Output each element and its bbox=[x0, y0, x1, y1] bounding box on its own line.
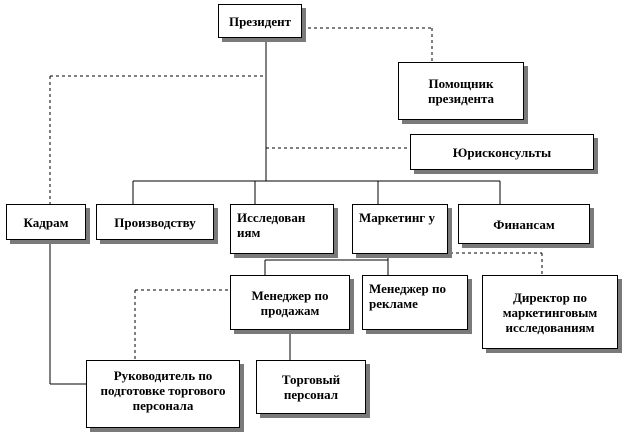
hr-box: Кадрам bbox=[6, 204, 86, 240]
finance-label: Финансам bbox=[493, 216, 555, 232]
sales-staff-box: Торговый персонал bbox=[256, 360, 366, 414]
sales-training-head-box: Руководитель по подготовке торгового пер… bbox=[86, 360, 240, 428]
president-label: Президент bbox=[228, 13, 292, 29]
assistant-label: Помощник президента bbox=[427, 76, 495, 106]
marketing-box: Маркетинг у bbox=[352, 204, 448, 254]
marketing-research-director-box: Директор по маркетинговым исследованиям bbox=[482, 275, 618, 349]
legal-label: Юрисконсульты bbox=[452, 144, 552, 160]
sales-staff-label: Торговый персонал bbox=[281, 372, 341, 402]
legal-box: Юрисконсульты bbox=[410, 134, 594, 170]
research-label: Исследован иям bbox=[237, 210, 306, 240]
ad-manager-box: Менеджер по рекламе bbox=[362, 275, 468, 330]
marketing-research-director-label: Директор по маркетинговым исследованиям bbox=[502, 289, 598, 335]
sales-manager-label: Менеджер по продажам bbox=[251, 287, 329, 318]
marketing-label: Маркетинг у bbox=[359, 210, 435, 225]
president-box: Президент bbox=[218, 4, 302, 38]
production-label: Производству bbox=[114, 214, 196, 230]
finance-box: Финансам bbox=[458, 204, 590, 244]
research-box: Исследован иям bbox=[230, 204, 334, 254]
assistant-box: Помощник президента bbox=[398, 62, 524, 120]
production-box: Производству bbox=[96, 204, 214, 240]
hr-label: Кадрам bbox=[23, 214, 69, 230]
ad-manager-label: Менеджер по рекламе bbox=[369, 281, 447, 311]
sales-manager-box: Менеджер по продажам bbox=[230, 275, 350, 330]
sales-training-head-label: Руководитель по подготовке торгового пер… bbox=[100, 368, 226, 413]
